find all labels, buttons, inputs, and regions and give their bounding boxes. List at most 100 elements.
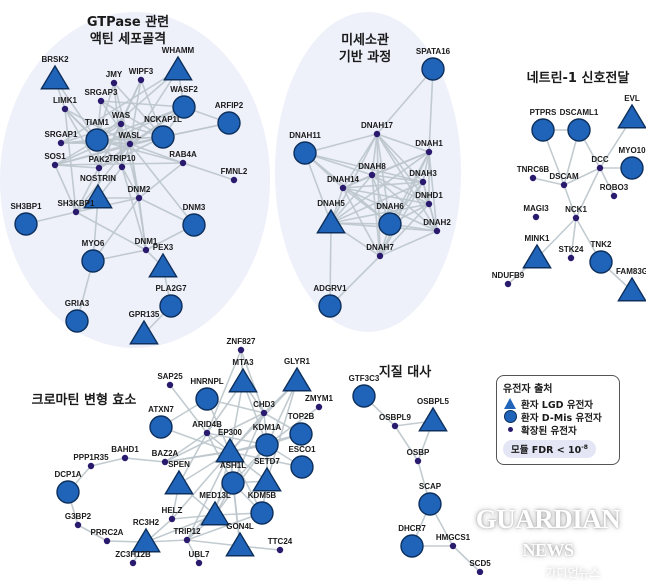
gene-node-hmgcs1[interactable]: HMGCS1 [436,533,471,550]
gene-node-g3bp2[interactable]: G3BP2 [65,512,92,529]
gene-node-ep300[interactable]: EP300 [215,428,245,463]
gene-node-helz[interactable]: HELZ [162,506,183,523]
gene-node-zmym1[interactable]: ZMYM1 [305,394,334,411]
gene-node-tnk2[interactable]: TNK2 [589,240,613,274]
gene-node-dnah7[interactable]: DNAH7 [366,243,394,260]
gene-node-zc3h12b[interactable]: ZC3H12B [115,550,151,567]
gene-node-was[interactable]: WAS [112,111,131,128]
gene-node-baz2a[interactable]: BAZ2A [152,449,179,466]
gene-node-dnhd1[interactable]: DNHD1 [415,191,443,208]
gene-node-scd5[interactable]: SCD5 [469,559,491,575]
gene-node-rab4a[interactable]: RAB4A [169,150,197,167]
gene-node-trip10[interactable]: TRIP10 [108,154,136,171]
gene-node-atxn7[interactable]: ATXN7 [148,405,174,439]
gene-node-stk24[interactable]: STK24 [559,245,584,262]
gene-node-robo3[interactable]: ROBO3 [600,183,629,200]
gene-node-nck1[interactable]: NCK1 [565,205,587,222]
gene-node-scap[interactable]: SCAP [418,482,442,516]
gene-node-dcp1a[interactable]: DCP1A [54,470,82,504]
gene-node-dnm3[interactable]: DNM3 [182,203,206,237]
gene-node-limk1[interactable]: LIMK1 [53,96,78,113]
gene-node-osbpl9[interactable]: OSBPL9 [379,413,412,430]
gene-node-sh3kbp1[interactable]: SH3KBP1 [58,199,95,216]
gene-node-adgrv1[interactable]: ADGRV1 [313,284,347,318]
gene-node-glyr1[interactable]: GLYR1 [282,357,312,392]
gene-node-dnm2[interactable]: DNM2 [128,185,151,202]
gene-node-trip12[interactable]: TRIP12 [173,527,201,544]
gene-node-tnrc6b[interactable]: TNRC6B [517,165,550,182]
gene-node-ppp1r35[interactable]: PPP1R35 [73,453,109,470]
gene-node-ndufb9[interactable]: NDUFB9 [492,271,525,288]
gene-node-wasf2[interactable]: WASF2 [170,85,198,119]
gene-node-setd7[interactable]: SETD7 [252,457,282,492]
gene-node-ubl7[interactable]: UBL7 [189,550,210,567]
gene-node-prrc2a[interactable]: PRRC2A [91,528,124,545]
gene-node-dnah17[interactable]: DNAH17 [361,121,394,138]
gene-node-fmnl2[interactable]: FMNL2 [221,167,248,184]
gene-node-dcc[interactable]: DCC [591,155,609,172]
gene-node-srgap3[interactable]: SRGAP3 [85,88,118,105]
gene-node-gtf3c3[interactable]: GTF3C3 [349,374,380,408]
gene-node-dhcr7[interactable]: DHCR7 [398,524,426,558]
gene-label: TNK2 [591,240,612,249]
gene-node-dnah6[interactable]: DNAH6 [376,202,404,236]
gene-node-dnm1[interactable]: DNM1 [135,237,158,254]
gene-node-srgap1[interactable]: SRGAP1 [45,130,78,147]
edge [100,100,164,138]
gene-node-spen[interactable]: SPEN [164,460,194,495]
gene-node-fam83g[interactable]: FAM83G [616,267,646,302]
gene-node-pak2[interactable]: PAK2 [89,155,110,172]
gene-node-sh3bp1[interactable]: SH3BP1 [10,202,42,236]
gene-node-brsk2[interactable]: BRSK2 [40,55,70,90]
dot-icon [74,521,82,529]
gene-node-dnah5[interactable]: DNAH5 [316,199,346,234]
gene-node-nckap1l[interactable]: NCKAP1L [144,115,182,149]
gene-node-spata16[interactable]: SPATA16 [416,47,451,81]
gene-node-osbp[interactable]: OSBP [407,448,430,465]
gene-node-bahd1[interactable]: BAHD1 [111,445,139,462]
gene-node-gria3[interactable]: GRIA3 [65,299,90,333]
gene-node-jmy[interactable]: JMY [106,70,123,87]
gene-node-arid4b[interactable]: ARID4B [192,420,222,437]
gene-node-top2b[interactable]: TOP2B [288,412,315,446]
gene-node-kdm1a[interactable]: KDM1A [253,423,282,457]
gene-node-hnrnpl[interactable]: HNRNPL [190,377,224,411]
gene-node-rc3h2[interactable]: RC3H2 [131,518,161,553]
gene-node-dnah1[interactable]: DNAH1 [415,139,443,156]
gene-node-ptprs[interactable]: PTPRS [530,108,557,142]
gene-node-dnah14[interactable]: DNAH14 [327,175,360,192]
gene-node-myo10[interactable]: MYO10 [618,146,646,180]
gene-node-myo6[interactable]: MYO6 [81,239,105,273]
gene-node-kdm5b[interactable]: KDM5B [248,491,277,525]
gene-node-nostrin[interactable]: NOSTRIN [80,174,116,209]
gene-node-wasl[interactable]: WASL [118,131,142,148]
gene-node-wipf3[interactable]: WIPF3 [129,67,154,84]
gene-node-ash1l[interactable]: ASH1L [220,461,246,495]
gene-node-evl[interactable]: EVL [617,94,646,129]
gene-node-magi3[interactable]: MAGI3 [523,204,549,221]
gene-node-sos1[interactable]: SOS1 [44,152,66,169]
gene-node-dscam[interactable]: DSCAM [549,172,579,189]
gene-node-dnah2[interactable]: DNAH2 [423,218,451,235]
gene-node-med13l[interactable]: MED13L [199,491,231,526]
gene-node-gpr135[interactable]: GPR135 [129,310,160,345]
gene-node-osbpl5[interactable]: OSBPL5 [417,397,450,432]
gene-node-mink1[interactable]: MINK1 [522,234,552,269]
gene-node-chd3[interactable]: CHD3 [253,400,275,417]
gene-node-pex3[interactable]: PEX3 [148,243,178,278]
gene-node-pla2g7[interactable]: PLA2G7 [155,284,187,318]
gene-node-esco1[interactable]: ESCO1 [288,445,316,479]
gene-node-dnah11[interactable]: DNAH11 [289,131,321,165]
gene-node-dnah8[interactable]: DNAH8 [358,162,386,179]
gene-node-gon4l[interactable]: GON4L [225,522,255,557]
gene-node-mta3[interactable]: MTA3 [228,358,258,393]
gene-node-arfip2[interactable]: ARFIP2 [215,101,244,135]
gene-node-sap25[interactable]: SAP25 [157,372,183,389]
gene-node-tiam1[interactable]: TIAM1 [85,118,110,152]
gene-node-ttc24[interactable]: TTC24 [268,537,293,554]
gene-node-znf827[interactable]: ZNF827 [227,337,256,354]
gene-node-dnah3[interactable]: DNAH3 [409,169,437,186]
gene-node-dscaml1[interactable]: DSCAML1 [560,108,599,142]
edge [182,162,235,181]
gene-node-whamm[interactable]: WHAMM [162,46,195,81]
